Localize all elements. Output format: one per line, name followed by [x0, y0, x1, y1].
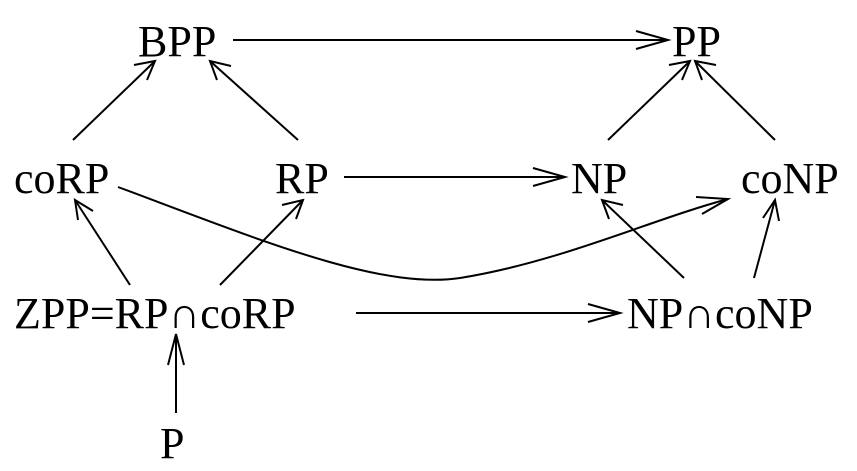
node-corp: coRP — [14, 154, 109, 203]
edge-corp-to-bpp — [72, 59, 157, 141]
node-p: P — [160, 419, 184, 468]
node-np: NP — [571, 154, 627, 203]
edge-rp-to-bpp — [208, 59, 299, 141]
edge-zpp-to-rp — [219, 198, 305, 286]
edge-zpp-to-corp — [73, 198, 131, 286]
edge-bpp-to-pp — [233, 30, 672, 50]
node-np-and-conp: NP∩coNP — [627, 289, 813, 338]
edge-rp-to-np — [344, 167, 569, 187]
edge-np-and-conp-to-np — [600, 198, 685, 279]
node-zpp: ZPP=RP∩coRP — [14, 289, 296, 338]
edge-corp-to-conp — [117, 186, 732, 281]
node-rp: RP — [275, 154, 329, 203]
edge-p-to-zpp — [167, 333, 185, 413]
edge-zpp-to-np-and-conp — [356, 303, 624, 323]
node-pp: PP — [672, 17, 721, 66]
node-bpp: BPP — [138, 17, 216, 66]
edge-np-to-pp — [607, 59, 692, 141]
edge-conp-to-pp — [693, 59, 776, 141]
edge-np-and-conp-to-conp — [753, 197, 780, 279]
node-conp: coNP — [741, 154, 839, 203]
